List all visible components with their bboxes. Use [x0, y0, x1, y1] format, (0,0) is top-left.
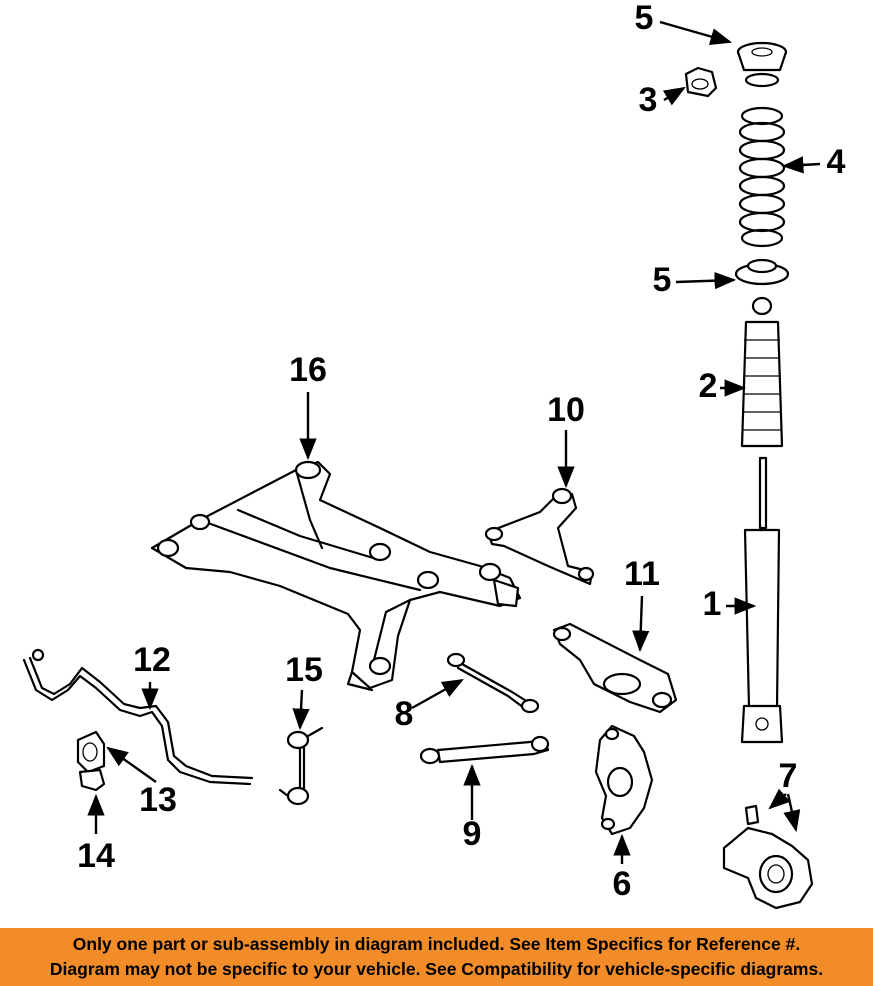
- disclaimer-line-1: Only one part or sub-assembly in diagram…: [72, 934, 801, 954]
- coil-spring-part: [738, 106, 786, 248]
- callout-5-lower: 5: [653, 261, 672, 299]
- stabilizer-link-part: [278, 726, 324, 806]
- dust-boot-part: [740, 296, 784, 448]
- hub-bearing-part: [722, 804, 814, 910]
- callout-12: 12: [133, 641, 171, 679]
- stabilizer-bushing-part: [76, 730, 106, 792]
- callout-13: 13: [139, 781, 177, 819]
- callout-8: 8: [395, 695, 414, 733]
- knuckle-part: [594, 724, 654, 836]
- stabilizer-bar-part: [22, 648, 254, 786]
- upper-spring-seat-part: [736, 41, 788, 88]
- callout-5-upper: 5: [635, 0, 654, 37]
- callout-11: 11: [624, 555, 660, 593]
- rear-suspension-diagram: 5 3 4 5 2 16 10 11 1 12 15 8 13 9 7 14 6: [22, 0, 846, 910]
- lower-control-arm-part: [552, 622, 678, 714]
- callout-2: 2: [699, 367, 718, 405]
- callout-16: 16: [289, 351, 327, 389]
- callout-1: 1: [703, 585, 722, 623]
- callout-10: 10: [547, 391, 585, 429]
- shock-absorber-part: [740, 456, 784, 744]
- callout-3: 3: [639, 81, 658, 119]
- callout-14: 14: [77, 837, 115, 875]
- rear-subframe-part: [150, 460, 522, 692]
- callout-7: 7: [779, 757, 798, 795]
- callout-4: 4: [827, 143, 846, 181]
- disclaimer-banner: Only one part or sub-assembly in diagram…: [0, 928, 873, 986]
- toe-link-part: [419, 735, 550, 765]
- callout-6: 6: [613, 865, 632, 903]
- callout-9: 9: [463, 815, 482, 853]
- callout-arrows: [87, 20, 821, 864]
- bump-stop-cap-part: [684, 66, 718, 98]
- lateral-link-part: [446, 652, 540, 714]
- upper-control-arm-part: [484, 487, 595, 586]
- disclaimer-line-2: Diagram may not be specific to your vehi…: [49, 959, 824, 979]
- callout-15: 15: [285, 651, 323, 689]
- lower-spring-seat-part: [734, 258, 790, 286]
